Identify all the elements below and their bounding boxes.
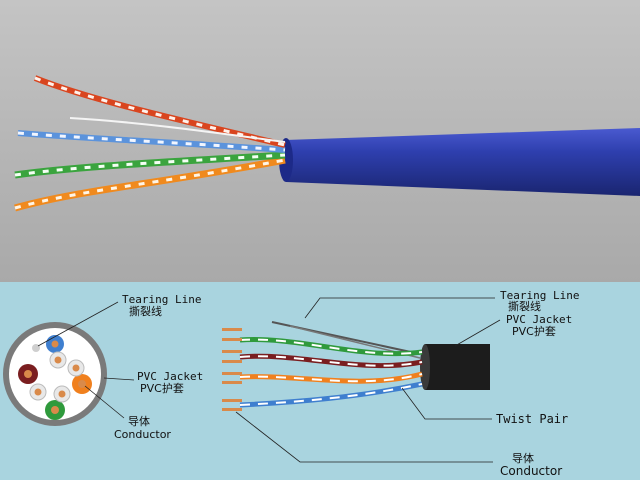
label-conductor-en-right: Conductor <box>500 464 563 478</box>
cable-photo <box>0 0 640 282</box>
label-tearing-line-cn-left: 撕裂线 <box>129 305 162 318</box>
blue-pvc-jacket <box>283 128 640 196</box>
pair-white-top <box>49 351 67 369</box>
pair-white-left <box>29 383 47 401</box>
green-pair-side <box>239 337 423 357</box>
cable-structure-diagram: Tearing Line 撕裂线 PVC Jacket PVC护套 导体 Con… <box>0 282 640 480</box>
blue-white-stripe-photo <box>17 131 286 152</box>
jacket-end <box>420 344 430 390</box>
label-tearing-line-cn-right: 撕裂线 <box>508 300 541 313</box>
pair-brown <box>18 364 38 384</box>
blue-stripe-side <box>239 383 423 406</box>
pair-white-right <box>67 359 85 377</box>
orange-white-stripe-photo <box>14 158 286 210</box>
red-pair-photo <box>33 75 286 148</box>
label-jacket-en-right: PVC Jacket <box>506 313 573 326</box>
leader-conductor-right <box>235 411 493 463</box>
green-stripe-side <box>239 338 423 355</box>
diagram-drawing <box>3 297 501 463</box>
pair-blue <box>46 335 64 353</box>
label-tearing-line-en-right: Tearing Line <box>500 289 580 302</box>
label-jacket-en-left: PVC Jacket <box>137 370 204 383</box>
leader-twist-pair <box>401 387 492 420</box>
black-jacket-side <box>425 344 490 390</box>
blue-pair-side <box>239 381 423 408</box>
label-jacket-cn-right: PVC护套 <box>512 325 556 338</box>
label-tearing-line-en-left: Tearing Line <box>122 293 202 306</box>
cross-section <box>3 301 135 426</box>
leader-conductor-left <box>84 385 125 419</box>
leader-jacket-right <box>454 319 501 347</box>
pair-green <box>45 400 65 420</box>
copper-conductor-tips <box>222 328 242 411</box>
leader-tearing-line-right <box>304 297 495 319</box>
label-jacket-cn-left: PVC护套 <box>140 382 184 395</box>
rip-cord-photo <box>69 117 286 143</box>
leader-jacket-left <box>103 377 135 381</box>
brown-pair-side <box>239 353 423 369</box>
label-twist-pair-right: Twist Pair <box>496 412 569 426</box>
side-view <box>222 297 501 463</box>
label-conductor-cn-right: 导体 <box>512 452 534 465</box>
pair-orange <box>72 374 92 394</box>
green-white-stripe-photo <box>14 153 286 177</box>
pair-white-bottom <box>53 385 71 403</box>
orange-stripe-side <box>239 373 423 383</box>
label-conductor-en-left: Conductor <box>114 428 171 441</box>
leader-tearing-line-left <box>37 301 119 347</box>
brown-stripe-side <box>239 355 423 367</box>
label-conductor-cn-left: 导体 <box>128 415 150 428</box>
